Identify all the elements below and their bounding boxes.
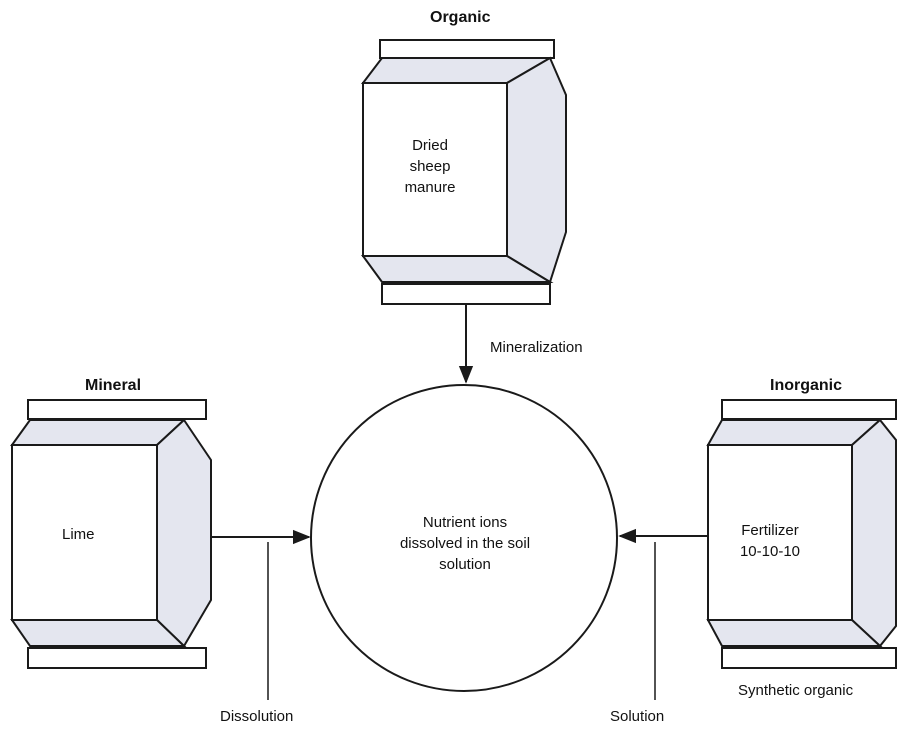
organic-side-face [506,56,567,284]
organic-base [381,283,551,305]
inorganic-side-face [851,418,897,648]
mineral-bottom-bevel [10,619,187,647]
mineral-side-face [156,418,212,648]
organic-contents-line-2: sheep [409,158,451,175]
organic-heading: Organic [430,9,491,26]
organic-bottom-bevel [361,255,554,283]
organic-contents-line-3: manure [404,179,456,196]
mineral-container [10,399,212,669]
inorganic-container [706,399,897,669]
organic-contents-line-1: Dried [412,137,448,154]
center-text-line-3: solution [439,556,491,573]
inorganic-heading: Inorganic [770,377,843,394]
mineral-base [27,647,207,669]
center-text-line-1: Nutrient ions [422,514,508,531]
inorganic-front-face [707,444,853,621]
mineral-front-face [11,444,158,621]
inorganic-contents: Fertilizer 10-10-10 [720,520,820,562]
inorganic-bottom-bevel [706,619,883,647]
organic-container [360,39,567,305]
center-text: Nutrient ions dissolved in the soil solu… [380,512,550,575]
center-text-line-2: dissolved in the soil [399,535,531,552]
mineral-heading: Mineral [85,377,142,394]
inorganic-contents-line-1: Fertilizer [741,522,799,539]
mineralization-label: Mineralization [490,339,583,356]
synthetic-organic-caption: Synthetic organic [738,682,854,699]
inorganic-top-bevel [706,419,883,446]
organic-lid [379,39,555,59]
inorganic-lid [721,399,897,420]
mineral-top-bevel [10,419,187,446]
organic-contents: Dried sheep manure [385,135,475,198]
dissolution-label: Dissolution [220,708,294,725]
inorganic-contents-line-2: 10-10-10 [739,543,801,560]
solution-label: Solution [610,708,665,725]
inorganic-base [721,647,897,669]
mineral-contents: Lime [62,526,95,543]
mineral-lid [27,399,207,420]
soil-solution-circle [310,384,618,692]
